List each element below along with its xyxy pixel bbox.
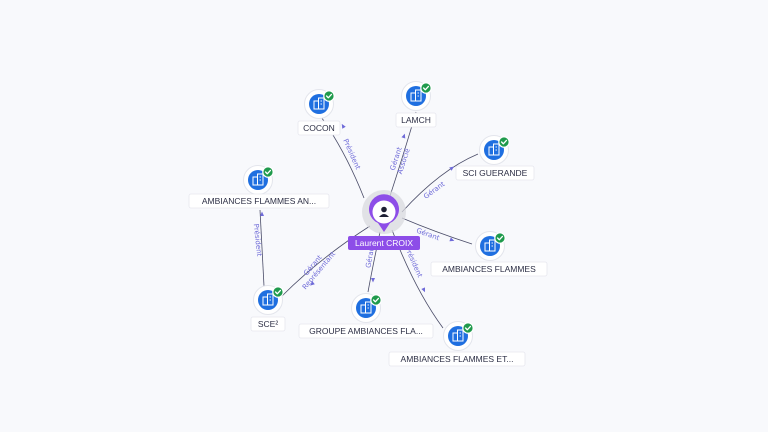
company-label: AMBIANCES FLAMMES ET...	[401, 354, 514, 364]
company-label: SCI GUERANDE	[463, 168, 528, 178]
verified-check-icon	[494, 232, 506, 244]
node-label-box	[250, 316, 286, 332]
company-label: COCON	[303, 123, 335, 133]
company-node-groupe-ambiances[interactable]: GROUPE AMBIANCES FLA...	[298, 293, 434, 339]
edge-label-line: Gérant	[422, 180, 446, 201]
company-node-ambiances-flammes[interactable]: AMBIANCES FLAMMES	[430, 231, 548, 277]
verified-check-icon	[420, 82, 432, 94]
building-icon	[313, 97, 325, 110]
nodes-layer: COCON LAMCH SCI GUERANDE AMBIANCES FLAMMES A…	[188, 81, 548, 367]
center-node[interactable]: Laurent CROIX	[348, 190, 420, 250]
building-icon	[360, 301, 372, 314]
edge-line	[259, 209, 265, 287]
building-icon-right	[267, 293, 274, 306]
company-label: SCE²	[258, 319, 278, 329]
edge-line	[401, 153, 479, 213]
verified-check-icon	[462, 322, 474, 334]
edge-sci-guerande: Gérant	[401, 153, 479, 213]
edge-label-ambiances-flammes-an: Président	[252, 223, 263, 257]
edge-arrow	[310, 281, 315, 286]
verified-check-icon	[262, 166, 274, 178]
building-icon	[452, 329, 464, 342]
node-label-box	[430, 261, 548, 277]
building-icon	[410, 89, 422, 102]
edge-arrow	[449, 237, 455, 242]
company-node-lamch[interactable]: LAMCH	[395, 81, 437, 128]
edge-label-sci-guerande: Gérant	[422, 180, 446, 201]
edge-label-line: Président	[252, 223, 263, 257]
building-icon	[488, 143, 500, 156]
building-icon-right	[365, 301, 372, 314]
building-icon-right	[457, 329, 464, 342]
edge-arrow	[421, 287, 426, 293]
building-icon-right	[415, 89, 422, 102]
building-icon	[262, 293, 274, 306]
edge-label-lamch: GérantAssocié	[388, 145, 411, 175]
verified-check-icon	[323, 90, 335, 102]
edge-line	[401, 217, 473, 245]
building-icon	[484, 239, 496, 252]
node-label-box	[455, 165, 535, 181]
building-icon	[252, 173, 264, 186]
company-label: LAMCH	[401, 115, 431, 125]
node-label-box	[298, 323, 434, 339]
edge-label-sce2: GérantReprésentant	[295, 245, 338, 291]
person-icon	[379, 206, 389, 217]
company-node-cocon[interactable]: COCON	[297, 89, 341, 136]
edge-label-line: Président	[403, 246, 424, 279]
edge-arrow	[449, 166, 455, 171]
edge-label-ambiances-flammes-et: Président	[403, 246, 424, 279]
building-icon-right	[493, 143, 500, 156]
edge-arrow	[341, 123, 346, 129]
company-label: GROUPE AMBIANCES FLA...	[309, 326, 423, 336]
edge-arrow	[371, 278, 375, 283]
edge-line	[281, 225, 371, 297]
node-label-box	[395, 112, 437, 128]
building-icon-right	[489, 239, 496, 252]
company-label: AMBIANCES FLAMMES	[442, 264, 536, 274]
company-node-sci-guerande[interactable]: SCI GUERANDE	[455, 135, 535, 181]
node-label-box	[388, 351, 526, 367]
verified-check-icon	[272, 286, 284, 298]
building-icon-right	[318, 97, 325, 110]
edge-arrow	[401, 133, 406, 139]
center-label-box	[348, 236, 420, 250]
company-label: AMBIANCES FLAMMES AN...	[202, 196, 316, 206]
verified-check-icon	[498, 136, 510, 148]
node-label-box	[297, 120, 341, 136]
node-label-box	[188, 193, 330, 209]
company-node-ambiances-flammes-an[interactable]: AMBIANCES FLAMMES AN...	[188, 165, 330, 209]
company-node-sce2[interactable]: SCE²	[250, 285, 286, 332]
center-label: Laurent CROIX	[355, 238, 413, 248]
edge-arrow	[260, 211, 264, 216]
company-node-ambiances-flammes-et[interactable]: AMBIANCES FLAMMES ET...	[388, 321, 526, 367]
edge-ambiances-flammes-an: Président	[252, 209, 265, 287]
verified-check-icon	[370, 294, 382, 306]
building-icon-right	[257, 173, 264, 186]
